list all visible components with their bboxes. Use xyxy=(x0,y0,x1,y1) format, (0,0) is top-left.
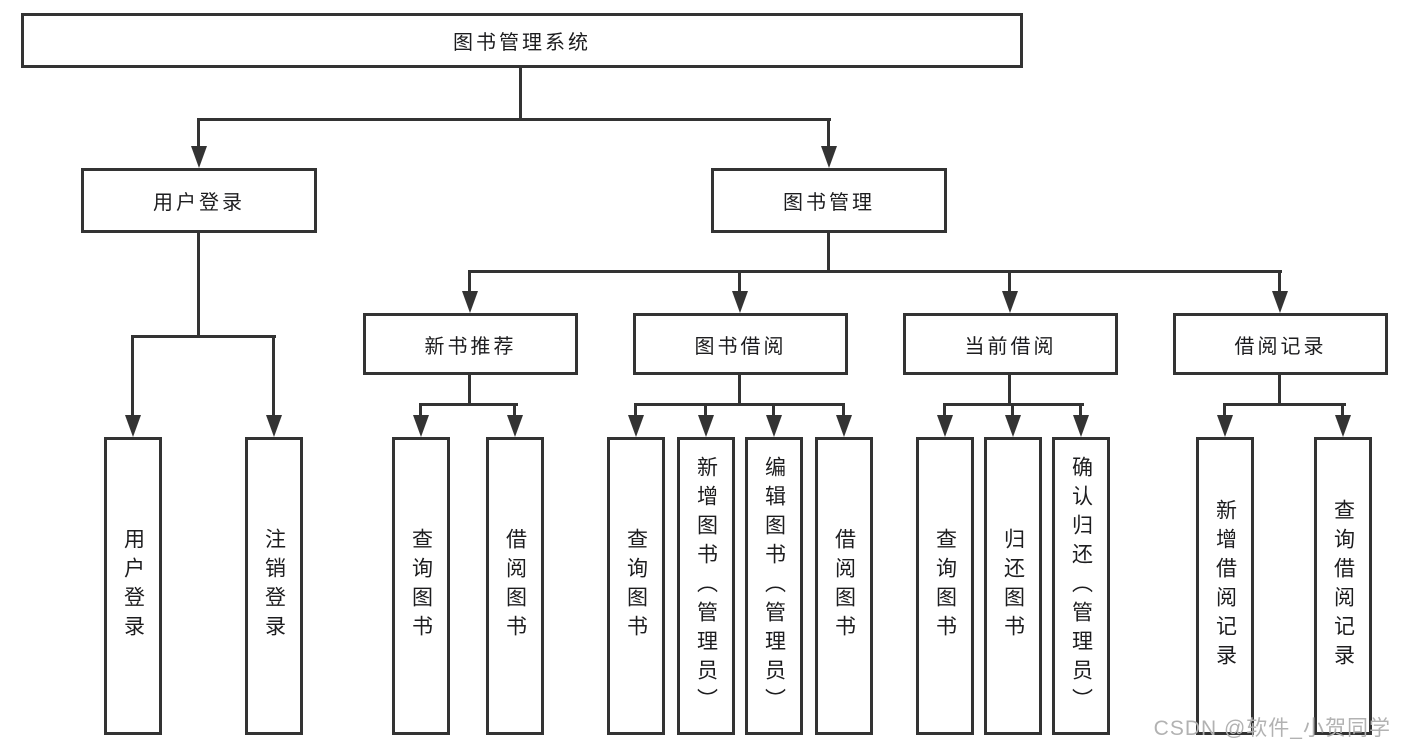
leaf-label: 归还图书 xyxy=(1001,528,1025,644)
arrow-down-icon xyxy=(462,291,478,313)
edge-line xyxy=(1278,270,1281,293)
edge-line xyxy=(704,403,707,417)
leaf-confirm-return-admin: 确认归还（管理员） xyxy=(1052,437,1110,735)
arrow-down-icon xyxy=(766,415,782,437)
edge-line xyxy=(634,403,637,417)
edge-line xyxy=(197,118,831,121)
leaf-label: 用户登录 xyxy=(121,528,145,644)
leaf-label: 查询图书 xyxy=(409,528,433,644)
edge-line xyxy=(197,118,200,150)
edge-line xyxy=(272,335,275,417)
arrow-down-icon xyxy=(836,415,852,437)
edge-line xyxy=(1011,403,1014,417)
leaf-user-login: 用户登录 xyxy=(104,437,162,735)
node-book-management: 图书管理 xyxy=(711,168,947,233)
leaf-label: 借阅图书 xyxy=(832,528,856,644)
arrow-down-icon xyxy=(937,415,953,437)
leaf-borrow-books: 借阅图书 xyxy=(815,437,873,735)
arrow-down-icon xyxy=(821,146,837,168)
edge-line xyxy=(419,403,422,417)
csdn-watermark: CSDN @软件_小贺同学 xyxy=(1153,717,1391,740)
edge-line xyxy=(1079,403,1082,417)
edge-line xyxy=(1341,403,1344,417)
edge-line xyxy=(468,270,1282,273)
edge-line xyxy=(738,270,741,293)
leaf-label: 查询图书 xyxy=(933,528,957,644)
leaf-query-books-borrowing: 查询图书 xyxy=(607,437,665,735)
leaf-label: 查询图书 xyxy=(624,528,648,644)
edge-line xyxy=(1008,270,1011,293)
arrow-down-icon xyxy=(698,415,714,437)
node-current-borrowing: 当前借阅 xyxy=(903,313,1118,375)
edge-line xyxy=(634,403,845,406)
leaf-add-books-admin: 新增图书（管理员） xyxy=(677,437,735,735)
node-new-book-recommend: 新书推荐 xyxy=(363,313,578,375)
arrow-down-icon xyxy=(125,415,141,437)
edge-line xyxy=(468,375,471,405)
edge-line xyxy=(131,335,276,338)
arrow-down-icon xyxy=(191,146,207,168)
arrow-down-icon xyxy=(1073,415,1089,437)
leaf-label: 新增借阅记录 xyxy=(1213,499,1237,673)
leaf-label: 借阅图书 xyxy=(503,528,527,644)
leaf-label: 新增图书（管理员） xyxy=(694,455,718,717)
arrow-down-icon xyxy=(1217,415,1233,437)
arrow-down-icon xyxy=(1002,291,1018,313)
arrow-down-icon xyxy=(266,415,282,437)
edge-line xyxy=(827,118,830,150)
leaf-return-books: 归还图书 xyxy=(984,437,1042,735)
leaf-edit-books-admin: 编辑图书（管理员） xyxy=(745,437,803,735)
edge-line xyxy=(842,403,845,417)
node-user-login: 用户登录 xyxy=(81,168,317,233)
node-borrowing-records: 借阅记录 xyxy=(1173,313,1388,375)
edge-line xyxy=(772,403,775,417)
leaf-add-borrow-record: 新增借阅记录 xyxy=(1196,437,1254,735)
edge-line xyxy=(943,403,946,417)
edge-line xyxy=(1278,375,1281,405)
edge-line xyxy=(738,375,741,405)
leaf-label: 查询借阅记录 xyxy=(1331,499,1355,673)
node-book-borrowing: 图书借阅 xyxy=(633,313,848,375)
edge-line xyxy=(1223,403,1346,406)
arrow-down-icon xyxy=(1335,415,1351,437)
arrow-down-icon xyxy=(732,291,748,313)
edge-line xyxy=(513,403,516,417)
leaf-label: 确认归还（管理员） xyxy=(1069,455,1093,717)
edge-line xyxy=(131,335,134,417)
edge-line xyxy=(827,233,830,272)
node-library-management-system: 图书管理系统 xyxy=(21,13,1023,68)
arrow-down-icon xyxy=(1272,291,1288,313)
leaf-label: 注销登录 xyxy=(262,528,286,644)
arrow-down-icon xyxy=(413,415,429,437)
edge-line xyxy=(519,68,522,120)
arrow-down-icon xyxy=(628,415,644,437)
edge-line xyxy=(1223,403,1226,417)
leaf-query-books-recommend: 查询图书 xyxy=(392,437,450,735)
leaf-label: 编辑图书（管理员） xyxy=(762,455,786,717)
edge-line xyxy=(197,233,200,337)
leaf-query-borrow-record: 查询借阅记录 xyxy=(1314,437,1372,735)
edge-line xyxy=(419,403,518,406)
edge-line xyxy=(468,270,471,293)
arrow-down-icon xyxy=(1005,415,1021,437)
leaf-borrow-books-recommend: 借阅图书 xyxy=(486,437,544,735)
leaf-logout: 注销登录 xyxy=(245,437,303,735)
leaf-query-books-current: 查询图书 xyxy=(916,437,974,735)
edge-line xyxy=(1008,375,1011,405)
arrow-down-icon xyxy=(507,415,523,437)
